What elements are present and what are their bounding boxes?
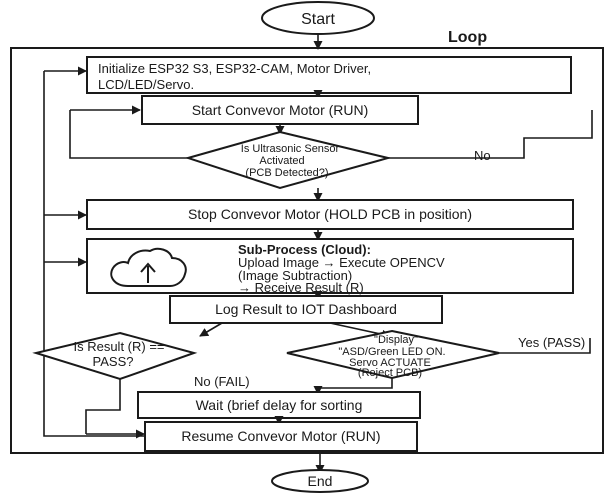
cloud-line-3: (Image Subtraction)	[238, 268, 352, 283]
sensor-decision: Is Ultrasonic Sensor Activated (PCB Dete…	[184, 130, 392, 190]
stop-motor-label: Stop Convevor Motor (HOLD PCB in positio…	[188, 206, 472, 222]
end-terminal: End	[271, 469, 369, 493]
sensor-decision-line-2: Activated	[259, 155, 304, 167]
start-label: Start	[301, 11, 335, 28]
yes-pass-line	[499, 338, 591, 354]
sensor-inner-loop-line	[69, 110, 188, 159]
wait-label: Wait (brief delay for sorting	[196, 397, 363, 413]
display-line-4: (Reject PCB)	[358, 367, 422, 379]
resume-loop-line	[43, 424, 145, 437]
sensor-decision-line-1: Is Ultrasonic Sensor	[241, 143, 340, 155]
display-line-2: "ASD/Green LED ON.	[338, 346, 445, 358]
initialize-line-2: LCD/LED/Servo.	[98, 77, 194, 92]
display-decision: "Display" "ASD/Green LED ON. Servo ACTUA…	[286, 329, 500, 380]
loop-frame	[10, 47, 604, 454]
initialize-step: Initialize ESP32 S3, ESP32-CAM, Motor Dr…	[86, 56, 572, 94]
resume-motor-step: Resume Convevor Motor (RUN)	[144, 421, 418, 452]
result-down-line	[85, 379, 121, 434]
cloud-process-step: Sub-Process (Cloud): Upload Image → Exec…	[86, 238, 574, 295]
sensor-no-label: No	[474, 148, 491, 163]
loop-label: Loop	[448, 29, 487, 46]
sensor-decision-line-3: (PCB Detected?)	[245, 167, 328, 179]
result-decision-line-1: Is Result (R) ==	[73, 339, 164, 354]
fail-line	[318, 378, 393, 389]
end-label: End	[308, 473, 333, 489]
result-decision: Is Result (R) == PASS?	[32, 331, 198, 381]
result-decision-line-2: PASS?	[93, 354, 134, 369]
initialize-line-1: Initialize ESP32 S3, ESP32-CAM, Motor Dr…	[98, 61, 371, 76]
cloud-upload-icon	[110, 247, 187, 287]
connector	[199, 322, 223, 337]
display-line-1: "Display"	[374, 334, 418, 346]
start-motor-label: Start Convevor Motor (RUN)	[192, 102, 369, 118]
cloud-line-2: Upload Image → Execute OPENCV	[238, 255, 445, 270]
sensor-no-line	[388, 110, 593, 159]
wait-step: Wait (brief delay for sorting	[137, 391, 421, 419]
cloud-line-4: → Receive Result (R)	[238, 280, 364, 295]
log-result-label: Log Result to IOT Dashboard	[215, 301, 397, 317]
yes-pass-label: Yes (PASS)	[518, 335, 585, 350]
start-motor-step: Start Convevor Motor (RUN)	[141, 95, 419, 125]
log-result-step: Log Result to IOT Dashboard	[169, 295, 443, 324]
display-line-3: Servo ACTUATE	[349, 357, 431, 369]
start-terminal: Start	[261, 1, 375, 35]
cloud-line-1: Sub-Process (Cloud):	[238, 242, 371, 257]
stop-motor-step: Stop Convevor Motor (HOLD PCB in positio…	[86, 199, 574, 230]
resume-motor-label: Resume Convevor Motor (RUN)	[181, 428, 380, 444]
no-fail-label: No (FAIL)	[194, 374, 250, 389]
